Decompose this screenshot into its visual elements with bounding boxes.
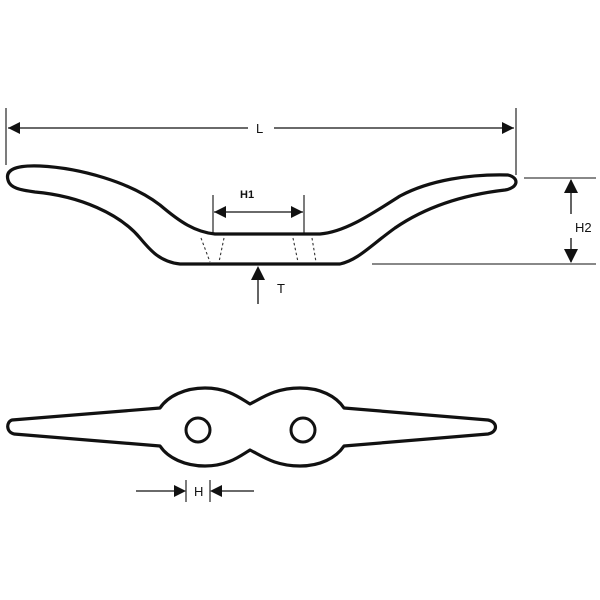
h-label: H — [194, 484, 203, 499]
h2-label: H2 — [575, 220, 592, 235]
hole-hidden-line — [311, 237, 317, 263]
arrowhead — [174, 485, 186, 497]
arrowhead — [251, 266, 265, 280]
mounting-hole-right — [289, 416, 317, 444]
arrowhead — [564, 179, 578, 193]
mounting-hole-left — [184, 416, 212, 444]
arrowhead — [8, 122, 20, 134]
arrowhead — [502, 122, 514, 134]
hole-hidden-line — [292, 237, 299, 263]
arrowhead — [210, 485, 222, 497]
arrowhead — [564, 249, 578, 263]
arrowhead — [291, 206, 303, 218]
l-label: L — [256, 121, 263, 136]
h1-label: H1 — [240, 189, 254, 201]
t-label: T — [277, 281, 285, 296]
cleat-side-profile — [5, 164, 518, 266]
cleat-top-profile — [6, 386, 498, 468]
hole-hidden-line — [218, 237, 225, 263]
top-view: H — [6, 386, 498, 502]
arrowhead — [214, 206, 226, 218]
side-view: L H1 H2 T — [5, 108, 596, 304]
hole-hidden-line — [200, 237, 211, 263]
